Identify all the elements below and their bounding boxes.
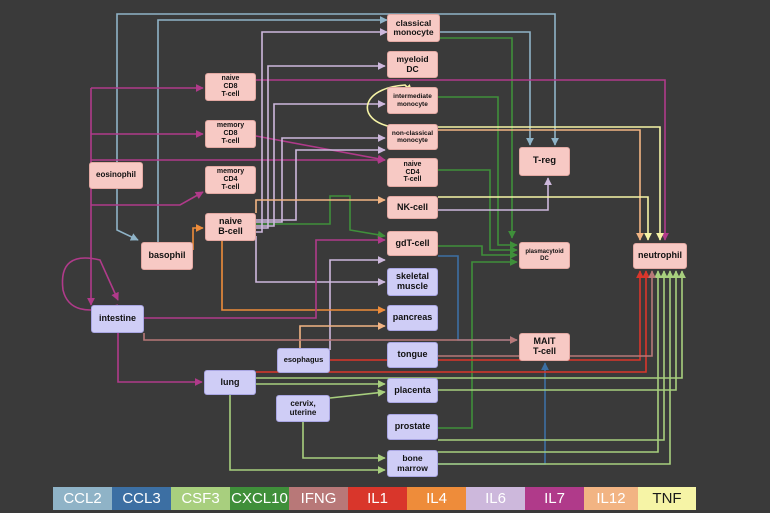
edge-ccl2-eosinophil-basophil <box>116 189 139 241</box>
edge-csf3-cervix-placenta <box>329 388 386 399</box>
node-memory-cd4-tcell: memory CD4 T-cell <box>205 166 256 194</box>
edge-cxcl10-classical-monocyte-pdc <box>440 37 516 239</box>
legend-item-ccl3: CCL3 <box>112 487 171 510</box>
edge-csf3-cervix-bone-marrow <box>302 422 386 462</box>
edge-tnf-nonclassical-neutrophil <box>438 126 664 241</box>
edge-ccl3-gdt-mait <box>438 255 518 344</box>
node-naive-cd4-tcell: naive CD4 T-cell <box>387 158 438 187</box>
edge-il4-bcell-pancreas <box>221 241 386 314</box>
edge-il6-esophagus-gdt <box>329 256 386 350</box>
legend-item-cxcl10: CXCL10 <box>230 487 289 510</box>
edge-ifng-intestine-mait <box>143 333 518 344</box>
edge-csf3-bone-marrow-neutrophil-2 <box>438 270 662 453</box>
node-pancreas: pancreas <box>387 305 438 331</box>
edge-tnf-nk-neutrophil <box>438 196 652 241</box>
edge-cxcl10-intermediate-pdc <box>438 96 518 249</box>
edge-il7-left-memory-cd4 <box>91 191 204 206</box>
legend-item-il4: IL4 <box>407 487 466 510</box>
edge-csf3-lung-bone-marrow <box>229 395 386 474</box>
edge-il6-bcell-naive-cd4 <box>256 146 386 221</box>
node-treg: T-reg <box>519 147 570 176</box>
node-tongue: tongue <box>387 342 438 368</box>
node-placenta: placenta <box>387 378 438 403</box>
edge-cxcl10-prostate-pdc <box>438 258 518 429</box>
legend-item-il1: IL1 <box>348 487 407 510</box>
edge-il6-bcell-nonclassical <box>256 134 386 223</box>
edge-il1-esophagus-neutrophil <box>330 270 644 361</box>
node-naive-bcell: naive B-cell <box>205 213 256 241</box>
node-classical-monocyte: classical monocyte <box>387 14 440 42</box>
node-prostate: prostate <box>387 414 438 440</box>
node-cervix-uterine: cervix, uterine <box>276 395 330 422</box>
node-plasmacytoid-dc: plasmacytoid DC <box>519 242 570 269</box>
edge-csf3-bone-marrow-neutrophil <box>438 270 674 465</box>
edge-csf3-prostate-neutrophil <box>438 270 668 441</box>
edge-il6-bcell-intermediate <box>256 100 386 227</box>
node-mait-tcell: MAIT T-cell <box>519 333 570 361</box>
edge-il6-bcell-myeloid-dc <box>256 62 386 229</box>
edge-cxcl10-gdt-pdc <box>438 245 518 259</box>
edge-ccl2-basophil-classical-monocyte <box>157 16 388 242</box>
legend-item-ccl2: CCL2 <box>53 487 112 510</box>
node-nk-cell: NK-cell <box>387 196 438 219</box>
edge-cxcl10-bcell-gdt <box>256 195 386 239</box>
node-basophil: basophil <box>141 242 193 270</box>
edge-il7-naive-cd8-neutrophil <box>256 79 669 241</box>
edge-csf3-placenta-neutrophil <box>438 270 680 391</box>
edge-il7-memory-cd8-naive-cd4 <box>255 135 386 163</box>
node-skeletal-muscle: skeletal muscle <box>387 268 438 296</box>
edge-il12-bcell-nk <box>255 196 386 213</box>
legend-item-il12: IL12 <box>584 487 638 510</box>
edge-il6-bcell-classical-monocyte <box>256 28 388 233</box>
node-gdt-cell: gdT-cell <box>387 231 438 256</box>
edge-il7-intestine-gdt <box>144 236 386 319</box>
node-myeloid-dc: myeloid DC <box>387 51 438 78</box>
legend-item-ifng: IFNG <box>289 487 348 510</box>
edge-ccl2-classical-monocyte-treg <box>440 31 534 146</box>
node-memory-cd8-tcell: memory CD8 T-cell <box>205 120 256 148</box>
node-neutrophil: neutrophil <box>633 243 687 269</box>
legend-item-il7: IL7 <box>525 487 584 510</box>
node-bone-marrow: bone marrow <box>387 450 438 477</box>
node-intestine: intestine <box>91 305 144 333</box>
edge-il1-lung-neutrophil <box>256 270 650 373</box>
edge-tnf-nonclassical-intermediate <box>366 84 413 128</box>
legend-item-csf3: CSF3 <box>171 487 230 510</box>
edge-layer <box>61 13 686 474</box>
edge-ifng-tongue-neutrophil <box>438 270 656 357</box>
edge-il6-bcell-skeletal-muscle <box>255 236 386 286</box>
edge-il7-intestine-lung <box>117 333 203 386</box>
edge-il4-basophil-bcell <box>192 224 204 250</box>
node-intermediate-monocyte: intermediate monocyte <box>387 87 438 114</box>
node-naive-cd8-tcell: naive CD8 T-cell <box>205 73 256 101</box>
legend-item-il6: IL6 <box>466 487 525 510</box>
node-eosinophil: eosinophil <box>89 162 143 189</box>
edge-il12-nonclassical-neutrophil <box>438 129 644 241</box>
legend-item-tnf: TNF <box>638 487 696 510</box>
node-lung: lung <box>204 370 256 395</box>
edge-il12-esophagus-pancreas <box>299 322 386 348</box>
edge-il6-nk-treg <box>438 177 552 211</box>
node-nonclassical-monocyte: non-classical monocyte <box>387 124 438 150</box>
node-esophagus: esophagus <box>277 348 330 373</box>
